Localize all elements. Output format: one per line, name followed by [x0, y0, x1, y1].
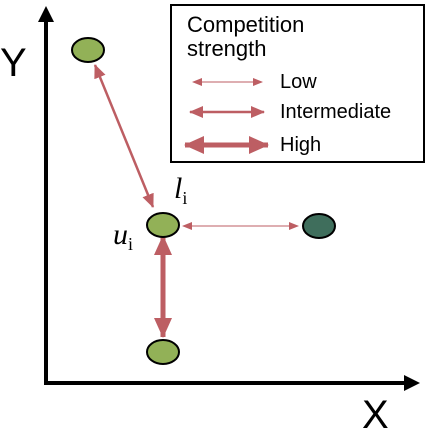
label-l: li	[174, 172, 187, 208]
node-bottom	[146, 339, 180, 365]
node-center	[146, 212, 180, 238]
x-axis-label: X	[362, 393, 389, 431]
legend-label-intermediate: Intermediate	[280, 101, 391, 123]
label-u-sub: i	[128, 234, 133, 254]
y-axis-label: Y	[0, 41, 27, 85]
node-right	[302, 213, 336, 239]
label-l-main: l	[174, 172, 182, 205]
node-top-left	[71, 37, 105, 63]
arrow-intermediate-top-to-center	[93, 64, 155, 208]
legend-title-line1: Competition	[187, 12, 304, 37]
legend-label-high: High	[280, 134, 321, 156]
label-l-sub: i	[182, 188, 187, 208]
legend-label-low: Low	[280, 71, 317, 93]
label-u-main: u	[113, 218, 128, 251]
legend-title-line2: strength	[187, 36, 267, 61]
label-u: ui	[113, 218, 133, 254]
